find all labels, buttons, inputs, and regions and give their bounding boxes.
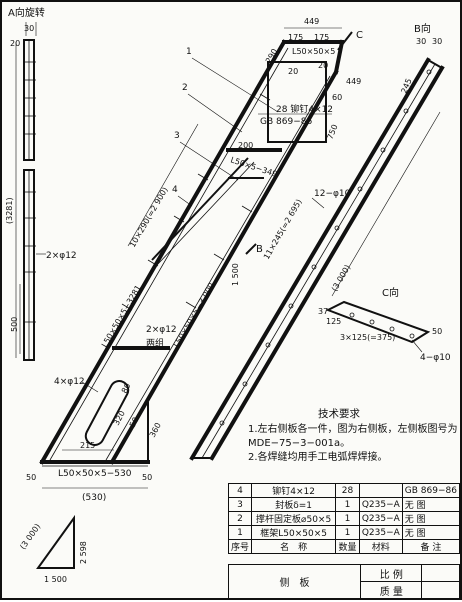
technical-requirements: 技术要求 1.左右侧板各一件，图为右侧板，左侧板图号为 MDE−75−3−001…	[248, 407, 460, 465]
frame-rivets	[121, 93, 271, 311]
tag-2: 2	[182, 83, 188, 93]
dim-1500: 1 500	[231, 263, 240, 286]
b-dim-30b: 30	[432, 37, 442, 46]
dim-449-top: 449	[304, 17, 319, 26]
b-dim-12phi10: 12−φ10	[314, 189, 351, 199]
c-dim-37: 37	[318, 307, 328, 316]
dim-2900: 10×290(=2 900)	[128, 186, 170, 249]
dim-175-b: 175	[314, 33, 329, 42]
a-dim-500: 500	[10, 317, 19, 332]
dim-L50-3000: L50×50×5−3 000	[172, 281, 216, 349]
scale-label: 比 例	[360, 564, 423, 582]
a-dim-20: 20	[10, 39, 20, 48]
dim-360: 360	[148, 421, 163, 439]
c-dim-4phi10: 4−φ10	[420, 353, 451, 363]
dim-2phi12: 2×φ12	[146, 325, 177, 335]
b-dim-3000: (3 000)	[330, 263, 352, 293]
dim-60: 60	[332, 93, 342, 102]
b-arrow: B	[256, 244, 263, 255]
b-view-holes	[219, 69, 432, 426]
a-dim-3281: (3281)	[5, 197, 14, 224]
dim-20-b: 20	[318, 61, 328, 70]
dim-L50-3281: L50×50×5−3281	[100, 284, 143, 349]
dim-50-base-b: 50	[142, 473, 152, 482]
notes-line-2: 2.各焊缝均用手工电弧焊焊接。	[248, 452, 388, 463]
parts-list: 4 铆钉4×12 28 GB 869−86 3 封板δ=1 1 Q235−A 无…	[227, 483, 461, 554]
slot-opening	[84, 380, 130, 446]
tag-3: 3	[174, 131, 180, 141]
dim-L50-349: L50×5−349	[229, 155, 278, 179]
parts-header: 序号 名 称 数量 材料 备 注	[227, 539, 461, 554]
dim-80: 80	[120, 382, 133, 395]
gb-note: GB 869−86	[260, 117, 312, 127]
mid-dimensions: 200 L50×5−349 10×290(=2 900) L50×50×5−32…	[26, 123, 278, 503]
a-view: A向旋转 30 20 (3281) 2×φ12 500	[5, 6, 77, 361]
a-dim-30: 30	[24, 24, 34, 33]
dim-449-side: 449	[346, 77, 361, 86]
tri-dim-3000: (3 000)	[18, 522, 42, 551]
tag-4: 4	[172, 185, 178, 195]
b-dim-30a: 30	[416, 37, 426, 46]
c-dim-3x125: 3×125(=375)	[340, 333, 395, 342]
c-dim-125: 125	[326, 317, 341, 326]
tag-1: 1	[186, 47, 192, 57]
b-view: B向 30 30 245 11×245(=2 695) 12−φ10 (3 00…	[189, 22, 445, 461]
dim-20-a: 20	[288, 67, 298, 76]
dim-4phi12: 4×φ12	[54, 377, 85, 387]
drawing-name: 侧 板	[227, 564, 362, 599]
dim-50-base-a: 50	[26, 473, 36, 482]
b-dim-2695: 11×245(=2 695)	[262, 198, 304, 261]
top-frame-box	[267, 61, 327, 143]
parts-row: 4 铆钉4×12 28 GB 869−86	[227, 483, 461, 498]
main-frame: 1 2 3 4	[39, 39, 345, 467]
c-arrow: C	[356, 30, 363, 41]
c-view-title: C向	[382, 286, 399, 299]
dim-200: 200	[238, 141, 253, 150]
scale-value	[421, 564, 460, 582]
mass-value	[421, 581, 460, 599]
c-view-plate	[325, 300, 431, 344]
parts-row: 3 封板δ=1 1 Q235−A 无 图	[227, 497, 461, 512]
notes-line-1: 1.左右侧板各一件，图为右侧板，左侧板图号为 MDE−75−3−001a。	[248, 424, 458, 449]
slope-triangle: (3 000) 2 598 1 500	[18, 514, 88, 584]
dim-530: (530)	[82, 493, 106, 503]
c-view: C向 37 125 3×125(=375) 50 4−φ10	[318, 286, 451, 363]
parts-row: 2 撑杆固定板⌀50×5 1 Q235−A 无 图	[227, 511, 461, 526]
title-block: 侧 板 比 例 质 量	[227, 564, 460, 599]
dim-175-a: 175	[288, 33, 303, 42]
b-view-title: B向	[414, 22, 431, 35]
notes-title: 技术要求	[318, 408, 360, 420]
parts-row: 1 框架L50×50×5 1 Q235−A 无 图	[227, 525, 461, 540]
tri-dim-2598: 2 598	[79, 541, 88, 564]
slope-triangle-shape	[36, 514, 75, 569]
a-view-title: A向旋转	[8, 6, 45, 19]
top-dimensions: 449 175 175 L50×50×5 290 449 20 20 60 75…	[258, 17, 363, 141]
a-view-rivets	[24, 61, 36, 135]
dim-320: 320	[112, 409, 127, 427]
rivet-note: 28 铆钉4×12	[276, 103, 333, 115]
c-dim-50: 50	[432, 327, 442, 336]
dim-50-slot: 50	[128, 416, 141, 429]
two-sets-note: 两组	[146, 337, 164, 349]
dim-L50-top: L50×50×5	[292, 47, 335, 56]
dim-215: 215	[80, 441, 95, 450]
a-dim-2phi12: 2×φ12	[46, 251, 77, 261]
dim-L50-530: L50×50×5−530	[58, 469, 132, 479]
mass-label: 质 量	[360, 581, 423, 599]
dim-750: 750	[326, 123, 340, 141]
tri-dim-1500: 1 500	[44, 575, 67, 584]
